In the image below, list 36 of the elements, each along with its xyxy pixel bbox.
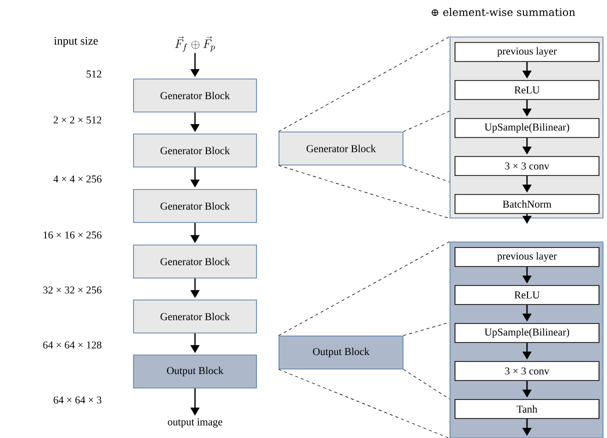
size-label: 16 × 16 × 256 — [44, 231, 102, 239]
layer-box: ReLU — [454, 80, 600, 100]
dashed-line — [278, 369, 450, 438]
layer-box: 3 × 3 conv — [454, 156, 600, 176]
layer-box: UpSample(Bilinear) — [454, 323, 600, 343]
block-box: Generator Block — [133, 244, 257, 278]
dashed-line — [403, 110, 450, 132]
dashed-line — [278, 36, 450, 132]
column-heading: input size — [54, 36, 98, 48]
formula-text: $\vec{F}_f \oplus \vec{F}_p$ — [175, 36, 215, 52]
dashed-line — [278, 241, 450, 336]
block-box: Generator Block — [133, 134, 257, 168]
layer-box: BatchNorm — [454, 194, 600, 214]
size-label: 64 × 64 × 128 — [43, 341, 102, 349]
size-label: 512 — [86, 70, 102, 78]
dashed-line — [403, 369, 450, 400]
block-box: Generator Block — [133, 189, 257, 223]
dashed-line — [278, 165, 450, 219]
layer-box: ReLU — [454, 285, 600, 305]
block-box: Generator Block — [133, 300, 257, 334]
size-label: 32 × 32 × 256 — [43, 286, 102, 294]
block-box: Generator Block — [133, 78, 257, 112]
dashed-line — [403, 165, 450, 182]
layer-box: Tanh — [454, 399, 600, 419]
size-label: 2 × 2 × 512 — [54, 116, 102, 124]
layer-box: UpSample(Bilinear) — [454, 118, 600, 138]
size-label: 4 × 4 × 256 — [53, 175, 102, 183]
block-box: Output Block — [133, 354, 257, 388]
block-box: Generator Block — [278, 132, 404, 166]
block-box: Output Block — [278, 336, 404, 370]
size-label: 64 × 64 × 3 — [54, 396, 102, 404]
layer-box: 3 × 3 conv — [454, 361, 600, 381]
legend-note: ⊕ element-wise summation — [432, 8, 576, 16]
output-label: output image — [168, 418, 222, 428]
layer-box: previous layer — [454, 42, 600, 62]
layer-box: previous layer — [454, 247, 600, 267]
